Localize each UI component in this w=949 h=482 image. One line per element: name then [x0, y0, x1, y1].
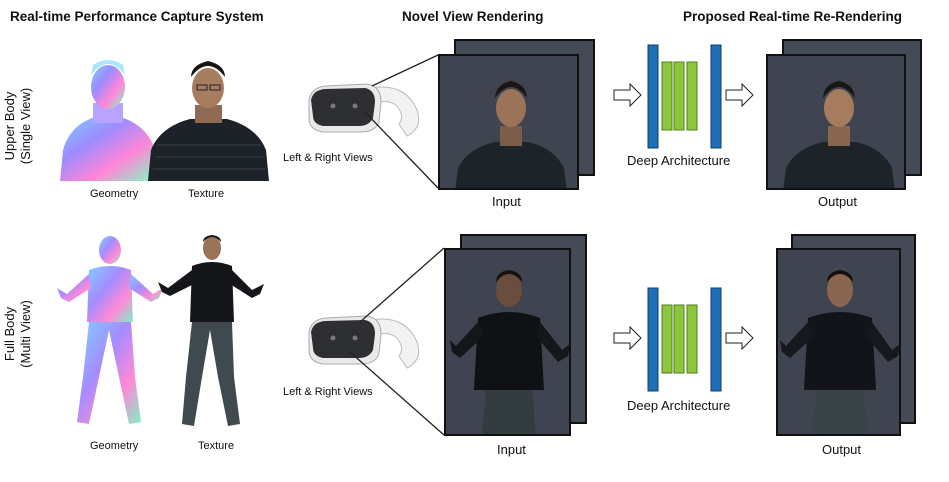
arrow-in-full: [613, 325, 642, 351]
input-caption-full: Input: [497, 442, 526, 457]
output-frame-upper: [766, 54, 906, 190]
input-frame-full: [444, 248, 571, 436]
geometry-image-upper: [60, 60, 158, 181]
input-caption-upper: Input: [492, 194, 521, 209]
decoder-block-upper: [710, 44, 722, 149]
vr-headset-icon: [308, 83, 420, 137]
texture-image-upper: [148, 61, 269, 181]
decoder-block-full: [710, 287, 722, 392]
texture-caption-full: Texture: [198, 440, 235, 452]
views-caption-upper: Left & Right Views: [283, 152, 373, 164]
deep-architecture-upper: [613, 44, 754, 149]
geometry-caption-upper: Geometry: [90, 188, 139, 200]
encoder-block-full: [647, 287, 659, 392]
bottleneck-block-3-full: [686, 304, 698, 374]
output-person-upper: [783, 81, 895, 188]
bottleneck-block-2-upper: [673, 61, 685, 131]
bottleneck-block-1-full: [661, 304, 673, 374]
output-frame-full: [776, 248, 901, 436]
arrow-out-full: [725, 325, 754, 351]
texture-caption-upper: Texture: [188, 188, 225, 200]
input-person-full: [450, 270, 569, 434]
vr-headset-icon-full: [308, 315, 420, 369]
input-frame-upper: [438, 54, 579, 190]
arrow-in-upper: [613, 82, 642, 108]
views-caption-full: Left & Right Views: [283, 386, 373, 398]
texture-image-full: [158, 235, 264, 426]
bottleneck-block-3-upper: [686, 61, 698, 131]
rerendering-header: Proposed Real-time Re-Rendering: [683, 9, 903, 24]
novel-view-header: Novel View Rendering: [402, 9, 544, 24]
architecture-caption-upper: Deep Architecture: [627, 153, 731, 168]
bottleneck-block-2-full: [673, 304, 685, 374]
encoder-block-upper: [647, 44, 659, 149]
bottleneck-block-1-upper: [661, 61, 673, 131]
architecture-caption-full: Deep Architecture: [627, 398, 731, 413]
geometry-caption-full: Geometry: [90, 440, 139, 452]
arrow-out-upper: [725, 82, 754, 108]
deep-architecture-full: [613, 287, 754, 392]
output-caption-upper: Output: [818, 194, 858, 209]
capture-header: Real-time Performance Capture System: [10, 9, 264, 24]
input-person-upper: [455, 81, 567, 188]
geometry-image-full: [57, 236, 163, 424]
output-person-full: [780, 270, 899, 434]
output-caption-full: Output: [822, 442, 862, 457]
